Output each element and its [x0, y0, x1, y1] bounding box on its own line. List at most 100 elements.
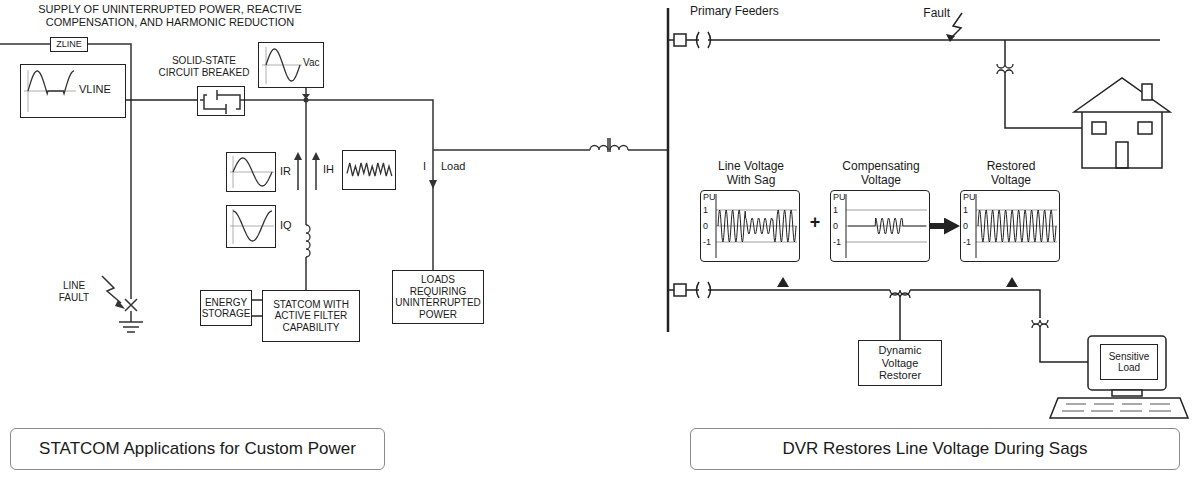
monitor-stand [1112, 390, 1142, 396]
current-waveform [233, 158, 272, 186]
waveform-axis [230, 156, 274, 188]
axis-tick: -1 [963, 237, 977, 247]
thyristor-wires [200, 90, 244, 114]
house-window [1092, 122, 1106, 134]
feeder-label: Primary Feeders [690, 5, 820, 19]
plot-gridline [716, 210, 797, 242]
flow-arrow [777, 277, 789, 287]
box-label: ZLINE [56, 39, 82, 49]
voltage-waveform [266, 49, 300, 81]
box-label: LOADS REQUIRING UNINTERRUPTED POWER [395, 274, 481, 320]
house-chimney [1142, 84, 1152, 100]
breaker-label: SOLID-STATE CIRCUIT BREAKED [156, 55, 252, 78]
connector [126, 99, 197, 101]
house-wall [1082, 110, 1162, 168]
lightning-bolt [951, 13, 962, 38]
load-wire [433, 138, 668, 152]
current-waveform [233, 211, 272, 241]
fault-label: Fault [912, 7, 950, 21]
arrowhead [946, 34, 955, 42]
plot-waveform [718, 210, 796, 242]
plot-waveform [978, 210, 1056, 242]
circuit-breaker: SOLID-STATE CIRCUIT BREAKED [197, 86, 245, 116]
voltage-plot: Compensating VoltagePU10-1 [830, 190, 930, 262]
axis-tick: 0 [833, 221, 847, 231]
fault-mark [125, 299, 137, 311]
axis-tick: 1 [963, 205, 977, 215]
voltage-plot: Restored VoltagePU10-1 [960, 190, 1060, 262]
axis-tick: PU [703, 192, 717, 202]
axis-tick: 0 [963, 221, 977, 231]
series-transformer [890, 290, 910, 298]
house-roof [1074, 78, 1170, 112]
waveform-axis [24, 70, 76, 112]
voltage-name: VLINE [79, 83, 123, 96]
breaker-square [674, 284, 686, 296]
feeder-break [697, 282, 711, 298]
current-arrow [298, 158, 316, 190]
waveform-box: Vac [258, 42, 324, 88]
plot-title: Compensating Voltage [836, 160, 926, 188]
plot-axis [716, 194, 717, 258]
keyboard-keys [1062, 404, 1086, 411]
waveform-axis [262, 47, 302, 84]
axis-tick: 1 [703, 205, 717, 215]
current-name: IH [323, 163, 340, 176]
statcom-wire [305, 100, 307, 290]
junction-dot [304, 98, 309, 103]
substation-bus [667, 8, 670, 332]
axis-tick: 0 [703, 221, 717, 231]
fault-label: LINE FAULT [50, 280, 98, 303]
current-name: IQ [280, 219, 296, 232]
inductor-coil [306, 225, 310, 257]
box-label: DVR Restores Line Voltage During Sags [782, 439, 1087, 459]
plus-sign: + [805, 212, 825, 233]
house-door [1116, 142, 1128, 168]
plot-title: Restored Voltage [966, 160, 1056, 188]
ground-symbol [119, 311, 143, 332]
line-wire [0, 44, 131, 299]
impedance-box: ZLINE [50, 37, 88, 52]
voltage-waveform [28, 71, 74, 94]
flow-arrow [1006, 277, 1018, 287]
dvr-box: Dynamic Voltage Restorer [858, 340, 942, 386]
plot-title: Line Voltage With Sag [706, 160, 796, 188]
load-label: Load [441, 160, 485, 173]
section-heading: SUPPLY OF UNINTERRUPTED POWER, REACTIVE … [20, 3, 320, 28]
transformer-coil [997, 64, 1013, 74]
lightning-bolt [102, 276, 121, 303]
arrowhead [115, 300, 125, 309]
current-symbol: I [419, 160, 430, 173]
bus-wire [245, 100, 433, 270]
waveform-box: IQ [226, 205, 276, 248]
plot-gridline [976, 210, 1057, 242]
axis-tick: -1 [703, 237, 717, 247]
arrowhead [429, 180, 437, 189]
waveform-box: IR [226, 152, 276, 192]
connector [930, 223, 946, 229]
box-label: Dynamic Voltage Restorer [863, 344, 937, 382]
arrowhead [312, 152, 320, 160]
waveform-axis [230, 209, 274, 244]
axis-tick: PU [833, 192, 847, 202]
box-label: STATCOM WITH ACTIVE FILTER CAPABILITY [267, 299, 355, 334]
primary-feeder [668, 39, 1160, 41]
feeder-break [697, 32, 711, 48]
waveform-box: IH [342, 150, 396, 190]
voltage-name: Vac [303, 57, 323, 69]
plot-gridline [846, 210, 927, 242]
harmonic-waveform [347, 163, 392, 176]
arrowhead [294, 152, 302, 160]
waveform-box: VLINE [20, 64, 126, 118]
service-wire [1005, 40, 1082, 128]
keyboard [1050, 398, 1188, 418]
box-label: ENERGY STORAGE [202, 297, 251, 320]
transformer-coil [1032, 320, 1048, 328]
axis-tick: -1 [833, 237, 847, 247]
house-icon [1074, 78, 1170, 168]
generated-strokes [24, 47, 1171, 411]
box-label: Sensitive Load [1105, 351, 1153, 374]
monitor-screen: Sensitive Load [1100, 344, 1158, 380]
house-window [1138, 122, 1152, 134]
